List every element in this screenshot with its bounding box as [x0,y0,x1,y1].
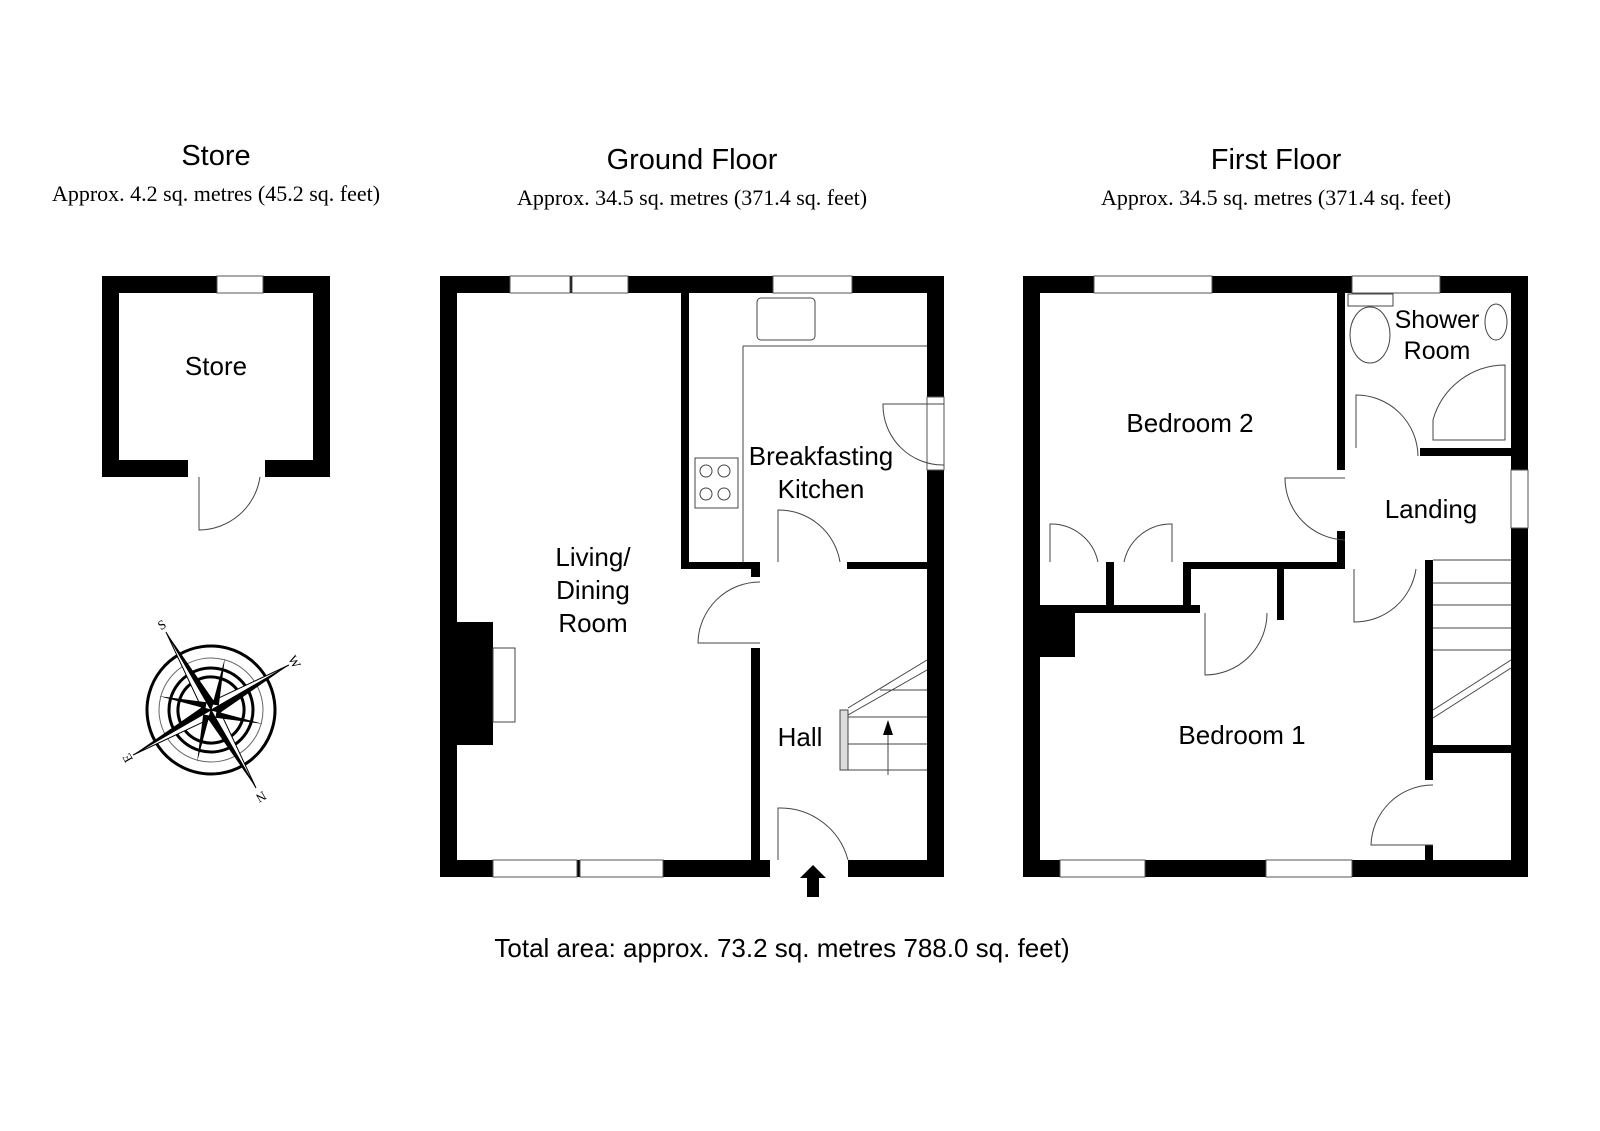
hob [694,457,739,509]
window [216,275,264,294]
entrance-arrow-icon [800,865,826,897]
chimney-breast [457,622,493,745]
compass-label-e: E [119,751,136,765]
shower-tray [1432,364,1506,441]
room-label-living-dining: Living/ Dining Room [555,542,631,638]
room-label-shower-room: Shower Room [1394,306,1480,365]
compass-label-s: S [155,616,169,633]
door [198,476,261,531]
room-label-bedroom-1: Bedroom 1 [1178,720,1306,750]
ground-floor-title: Ground Floor [606,144,778,176]
room-label-store: Store [184,351,248,381]
store-area: Approx. 4.2 sq. metres (45.2 sq. feet) [51,181,381,206]
chimney-breast [1040,613,1075,657]
basin [1484,303,1508,341]
room-label-hall: Hall [777,722,823,752]
toilet [1347,293,1394,307]
store-plan [102,275,330,531]
room-label-landing: Landing [1384,494,1478,524]
compass-label-w: W [285,653,304,672]
total-area: Total area: approx. 73.2 sq. metres 788.… [494,933,1070,963]
stairs [1432,559,1512,719]
ground-floor-plan [440,275,945,897]
first-floor-area: Approx. 34.5 sq. metres (371.4 sq. feet) [1100,185,1452,210]
compass-rose-icon: S W N E [119,616,305,806]
first-floor-title: First Floor [1210,144,1342,176]
hearth [492,647,516,723]
compass-label-n: N [253,788,269,806]
room-label-bedroom-2: Bedroom 2 [1126,408,1254,438]
sink [756,297,816,341]
store-title: Store [181,140,251,172]
first-floor-plan [1023,275,1529,878]
room-label-kitchen: Breakfasting Kitchen [748,441,894,504]
stairs [839,659,928,775]
ground-floor-area: Approx. 34.5 sq. metres (371.4 sq. feet) [516,185,868,210]
